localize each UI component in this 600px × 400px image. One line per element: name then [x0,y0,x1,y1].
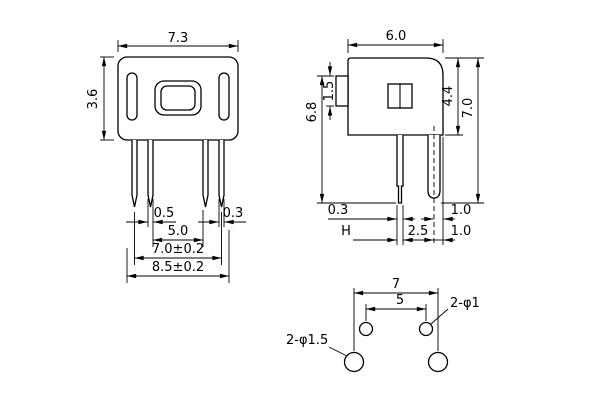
front-slot-left [126,72,138,121]
side-dim-pin-spacing: 2.5 [408,224,429,239]
front-dim-height: 3.6 [86,89,101,110]
side-dim-offset-lower: 1.0 [451,224,472,239]
side-body-outline [347,57,444,136]
front-button-inner [160,85,196,111]
footprint-view: 7 5 2-φ1 2-φ1.5 [286,277,480,373]
front-slot-right [218,72,230,121]
footprint-hole-large-left [343,351,365,373]
front-dim-pin-span-outer: 8.5±0.2 [152,260,204,275]
front-dimension-lines [100,40,246,283]
front-view: 7.3 3.6 0.5 0.3 5.0 7.0±0.2 8.5±0.2 [86,31,246,283]
footprint-dim-span-inner: 5 [396,293,404,308]
footprint-dimension-lines [328,288,449,357]
front-leg-3 [202,140,209,208]
side-dim-height-left: 6.8 [305,102,320,123]
footprint-dim-span-outer: 7 [392,277,400,292]
footprint-hole-small-left [358,321,374,337]
side-dimension-lines [317,39,484,245]
side-pin-straight [396,135,404,204]
side-dim-body-height: 4.4 [441,86,456,107]
front-leg-2 [147,140,154,208]
side-dim-height-right: 7.0 [461,98,476,119]
footprint-hole-small-right [418,321,434,337]
side-dim-offset-upper: 1.0 [451,203,472,218]
footprint-hole-large-right [427,351,449,373]
side-dim-pin-length: H [341,224,351,239]
front-dim-width: 7.3 [168,31,189,46]
side-dim-button-height: 1.5 [322,81,337,102]
front-dim-pin-width-a: 0.5 [154,206,175,221]
front-leg-1 [131,140,138,208]
front-leg-4 [218,140,225,208]
front-dim-pin-span-mid: 7.0±0.2 [152,242,204,257]
side-dim-width: 6.0 [386,29,407,44]
footprint-label-hole-small: 2-φ1 [450,296,480,311]
front-dim-pin-width-b: 0.3 [223,206,244,221]
front-dim-pin-span-inner: 5.0 [168,224,189,239]
side-view: 6.0 6.8 1.5 4.4 7.0 0.3 1.0 H 2.5 1.0 [305,29,484,246]
footprint-label-hole-large: 2-φ1.5 [286,333,328,348]
side-button [335,75,349,107]
side-dim-pin-thickness: 0.3 [328,203,349,218]
